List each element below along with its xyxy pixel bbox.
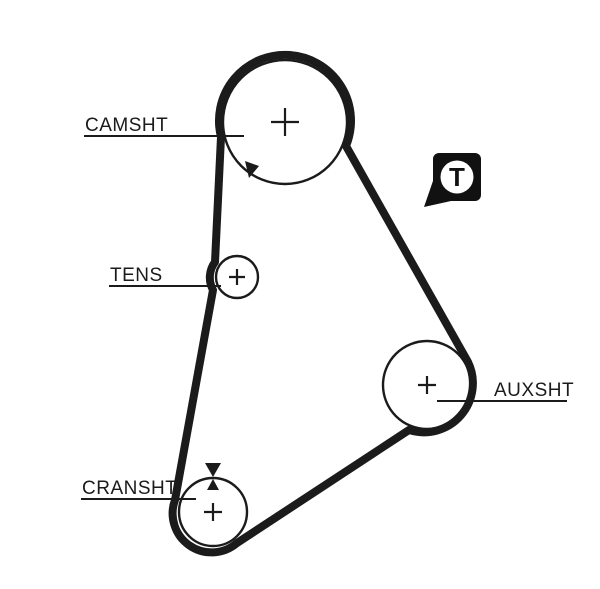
tensioner-label: TENS xyxy=(110,265,163,286)
crankshaft-label: CRANSHT xyxy=(82,478,177,499)
aux-shaft-label-group: AUXSHT xyxy=(437,380,574,402)
tensioner-pulley xyxy=(214,254,260,300)
camshaft-timing-mark-icon xyxy=(245,161,259,178)
crankshaft-timing-mark-lower-icon xyxy=(207,479,219,490)
crankshaft-center-cross xyxy=(204,503,222,521)
camshaft-pulley xyxy=(221,58,349,186)
t-tool-badge: T xyxy=(424,153,481,207)
aux-shaft-center-cross xyxy=(418,376,436,394)
crankshaft-pulley xyxy=(177,476,249,548)
t-tool-badge-circle xyxy=(440,160,474,194)
camshaft-label: CAMSHT xyxy=(85,115,168,136)
camshaft-center-cross xyxy=(271,108,299,136)
tensioner-center-cross xyxy=(229,269,245,285)
crankshaft-label-group: CRANSHT xyxy=(81,478,196,500)
t-tool-badge-letter: T xyxy=(449,162,465,192)
camshaft-label-group: CAMSHT xyxy=(84,115,244,137)
aux-shaft-label: AUXSHT xyxy=(494,380,574,401)
crankshaft-timing-mark-upper-icon xyxy=(205,463,221,477)
aux-shaft-pulley xyxy=(381,339,473,431)
tensioner-label-group: TENS xyxy=(109,265,221,287)
